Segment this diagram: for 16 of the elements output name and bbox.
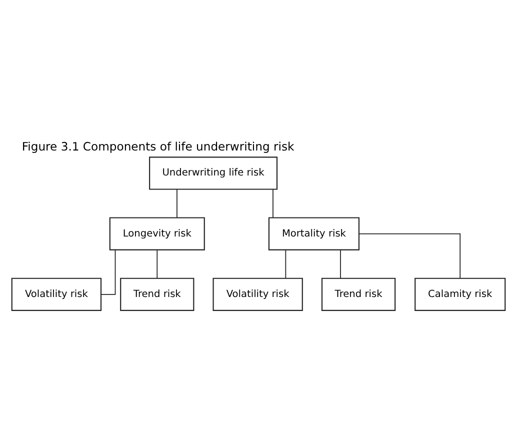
connector: [176, 189, 178, 218]
connector: [272, 189, 274, 218]
node-box: Underwriting life risk: [149, 156, 278, 190]
connector: [156, 250, 158, 279]
node-box: Volatility risk: [212, 278, 303, 311]
connector: [340, 250, 341, 279]
connector: [285, 250, 286, 279]
node-box: Trend risk: [120, 278, 194, 311]
connector: [358, 233, 461, 279]
node-box: Longevity risk: [109, 217, 205, 250]
connector: [100, 250, 116, 295]
diagram-title: Figure 3.1 Components of life underwriting risk: [22, 139, 294, 154]
node-box: Calamity risk: [414, 278, 506, 311]
node-box: Volatility risk: [11, 278, 102, 311]
node-box: Mortality risk: [268, 217, 360, 250]
node-box: Trend risk: [321, 278, 396, 311]
